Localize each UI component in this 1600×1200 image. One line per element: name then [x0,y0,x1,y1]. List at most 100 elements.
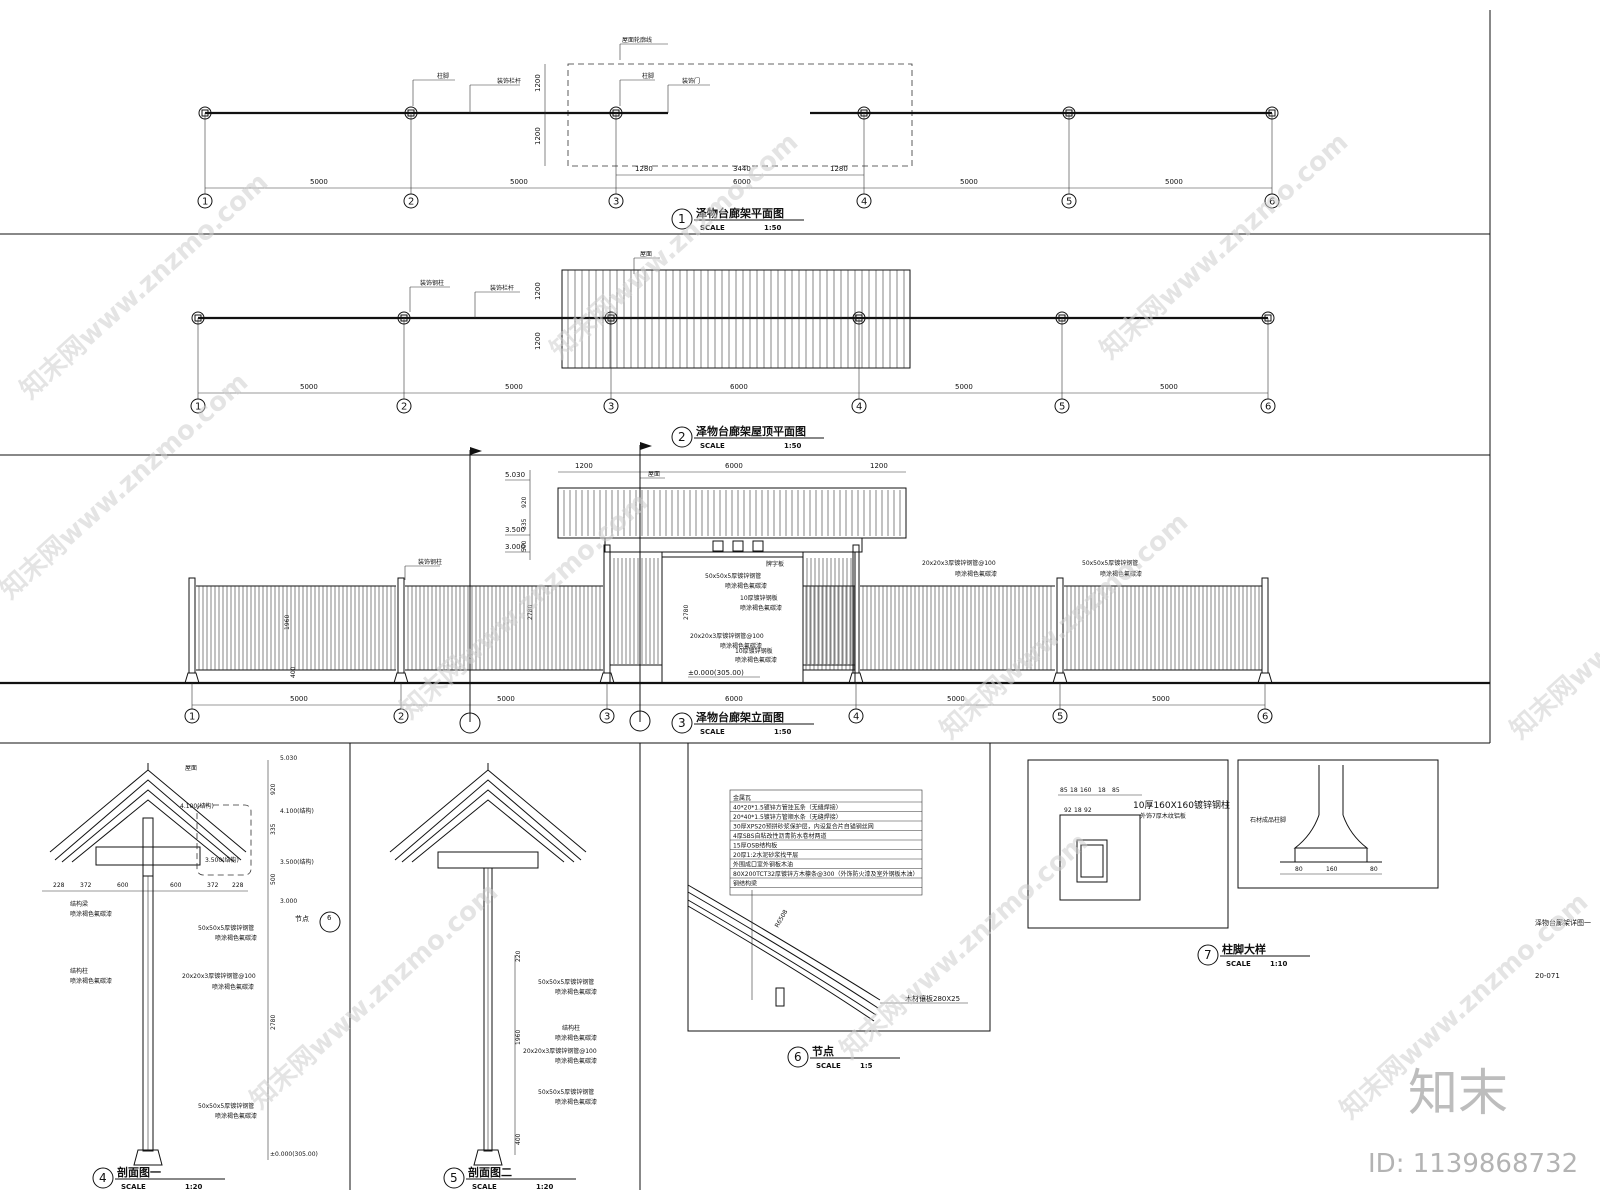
scale-word: SCALE [1226,960,1251,968]
title-number-circle [671,208,693,230]
label-pipe50: 50x50x5厚镀锌钢管 [198,924,254,932]
dim-h2780: 2780 [527,605,534,620]
node-label: 节点 [295,915,309,923]
dim-600: 600 [117,882,129,889]
label-pipe50: 50x50x5厚镀锌钢管 [1082,559,1138,567]
post-base [848,672,864,684]
column-core [1268,109,1276,117]
label-sign-board: 牌字板 [766,560,784,568]
scale-word: SCALE [816,1062,841,1070]
label-pipe50: 50x50x5厚镀锌钢管 [538,1088,594,1096]
scale-value: 1:50 [784,442,802,450]
node-callout-mark [319,911,341,933]
title-number: 6 [794,1050,802,1064]
axis-number: 6 [1269,197,1275,208]
column-symbol [191,311,205,325]
post [1261,577,1269,674]
label-paint: 喷涂褐色氟碳漆 [215,1112,257,1120]
section-one-drawing: 228 372 600 600 372 228 5.030 4.100(结构) … [42,755,341,1166]
title-number: 3 [678,716,686,730]
label-paint: 喷涂褐色氟碳漆 [215,934,257,942]
axis-bubble [1260,398,1276,414]
dim-bay: 5000 [1165,178,1183,186]
drawing-title: 柱脚大样 [1222,942,1266,956]
axis-number: 1 [202,197,208,208]
roof-plan-columns [191,311,1275,325]
label-roof-outline: 屋面轮廓线 [622,36,652,44]
scale-word: SCALE [700,224,725,232]
layer-label: 30厚XPS20预拼砂浆保护层，内设复合片自锚钢丝网 [733,823,874,831]
layer-label: 40*20*1.5镀锌方管挂瓦条（无缝焊接） [733,804,842,812]
axis-bubble [608,193,624,209]
scale-value: 1:50 [764,224,782,232]
sheet-frame [0,10,1491,1190]
axis-bubble [393,708,409,724]
foot-dim: 92 [1084,807,1092,814]
scale-value: 1:20 [185,1183,203,1191]
sheet-number: 20-071 [1535,972,1560,980]
axis-bubble [1061,193,1077,209]
column-symbol [857,106,871,120]
dim-bay: 5000 [955,383,973,391]
post-base [1257,672,1273,684]
dim-roof: 920 [270,783,277,795]
title-number: 1 [678,212,686,226]
section-mark-4 [459,712,481,734]
title-number-circle [1197,944,1219,966]
level-ground: ±0.000(305.00) [270,1151,318,1158]
label-paint: 喷涂褐色氟碳漆 [735,656,777,664]
watermark-text: 知末网www.znzmo.com [545,127,805,365]
plan-dims: 5000 5000 6000 5000 5000 1280 3440 1280 … [205,64,1272,189]
title-number-circle [92,1167,114,1189]
dim-bay: 5000 [497,695,515,703]
elevation-labels: 装饰钢柱 屋面 牌字板 50x50x5厚镀锌钢管 喷涂褐色氟碳漆 10厚镀锌钢板… [404,471,1142,664]
column-symbol [198,106,212,120]
axis-bubble [599,708,615,724]
dim-side: 1280 [830,165,848,173]
axis-bubble [396,398,412,414]
label-wood-board: 木材镶板280X25 [905,994,960,1003]
layer-label: 20厚1:2水泥砂浆找平层 [733,851,798,859]
column-core [612,109,620,117]
dim-h2780: 2780 [270,1015,277,1030]
drawing-title: 泽物台廊架立面图 [696,710,784,724]
label-paint: 喷涂褐色氟碳漆 [1100,570,1142,578]
column-symbol [397,311,411,325]
label-col160: 10厚160X160镀锌钢柱 [1133,799,1230,811]
dim-h500: 500 [521,540,528,552]
label-pipe20: 20x20x3厚镀锌钢管@100 [690,632,764,640]
dim-h1960: 1960 [515,1030,522,1045]
scale-word: SCALE [472,1183,497,1191]
dim-bay: 5000 [510,178,528,186]
scale-value: 1:10 [1270,960,1288,968]
layer-label: 80X200TCT32厚镀锌方木檩条@300（外饰防火漆及室外钢板木油） [733,870,918,878]
dim-h335: 335 [521,518,528,530]
column-core [201,109,209,117]
label-pipe50: 50x50x5厚镀锌钢管 [538,978,594,986]
radius-label: R6508 [774,909,790,929]
column-symbol [852,311,866,325]
dim-bay: 5000 [947,695,965,703]
post-base [393,672,409,684]
level-4100: 4.100(结构) [180,802,214,810]
axis-number: 6 [1262,712,1268,723]
level-3500s: 3.500(结构) [205,856,239,864]
callout-num: 6 [327,914,332,922]
dim-bay: 5000 [300,383,318,391]
axis-number: 3 [604,712,610,723]
base-dim: 80 [1370,866,1378,873]
column-symbol [1055,311,1069,325]
label-paint: 喷涂褐色氟碳漆 [555,988,597,996]
dim-bay: 6000 [733,178,751,186]
watermark-text: 知末网www.znzmo.com [1095,127,1355,365]
plan-drawing: 5000 5000 6000 5000 5000 1280 3440 1280 … [197,36,1280,209]
label-roof: 屋面 [648,471,660,478]
watermark-text: 知末网www.znzmo.com [245,877,505,1115]
title-number-circle [787,1046,809,1068]
label-paint: 喷涂褐色氟碳漆 [955,570,997,578]
axis-bubble [603,398,619,414]
